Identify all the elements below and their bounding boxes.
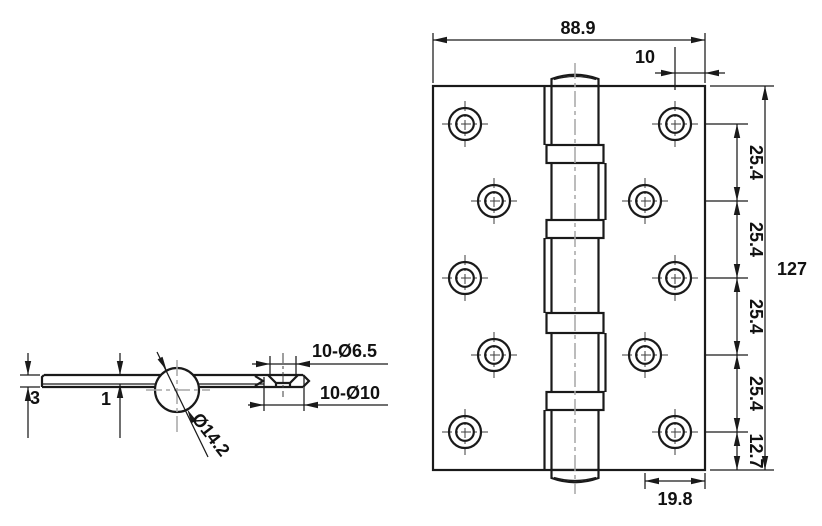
- knuckle-section: [146, 360, 210, 434]
- pin-barrel: [543, 63, 607, 494]
- dim-leaf-step: 1: [101, 353, 124, 438]
- inner-hole-offset-label: 19.8: [657, 489, 692, 509]
- knuckle-diameter-label: Ø14.2: [188, 409, 234, 460]
- hole-spacing-label-3: 25.4: [746, 299, 766, 334]
- front-view: 88.9 10 127: [431, 18, 807, 509]
- knuckle-cut-lines: [543, 86, 607, 470]
- countersink-label: 10-Ø10: [320, 383, 380, 403]
- bottom-hole-offset-label: 12.7: [746, 433, 766, 468]
- dim-leaf-thickness: 3: [20, 353, 40, 438]
- hole-spacing-label-1: 25.4: [746, 145, 766, 180]
- screw-hole: [469, 176, 519, 226]
- screw-hole: [650, 253, 700, 303]
- dim-inner-hole-offset: 19.8: [644, 473, 706, 509]
- hole-spacing-label-4: 25.4: [746, 376, 766, 411]
- side-view: 3 1 Ø14.2 10-Ø6.5: [20, 341, 388, 460]
- screw-hole: [469, 330, 519, 380]
- height-label: 127: [777, 259, 807, 279]
- countersink-detail: [267, 353, 299, 397]
- leaf-thickness-label: 3: [30, 388, 40, 408]
- dim-countersink: 10-Ø10: [248, 377, 388, 411]
- dim-width: 88.9: [432, 18, 706, 83]
- screw-hole: [440, 99, 490, 149]
- width-label: 88.9: [560, 18, 595, 38]
- dim-screw-hole: 10-Ø6.5: [252, 341, 388, 375]
- dim-hole-edge-offset: 10: [635, 47, 725, 90]
- pin-top-cap: [550, 73, 600, 88]
- screw-hole-label: 10-Ø6.5: [312, 341, 377, 361]
- screw-hole: [440, 407, 490, 457]
- screw-hole: [440, 253, 490, 303]
- hole-edge-offset-label: 10: [635, 47, 655, 67]
- screw-hole: [620, 176, 670, 226]
- screw-hole: [650, 407, 700, 457]
- dim-hole-spacings: 25.4 25.4 25.4 25.4 12.7: [706, 123, 766, 470]
- screw-hole: [620, 330, 670, 380]
- leaf-step-label: 1: [101, 389, 111, 409]
- hole-spacing-label-2: 25.4: [746, 222, 766, 257]
- screw-hole: [650, 99, 700, 149]
- dim-height: 127: [710, 85, 807, 471]
